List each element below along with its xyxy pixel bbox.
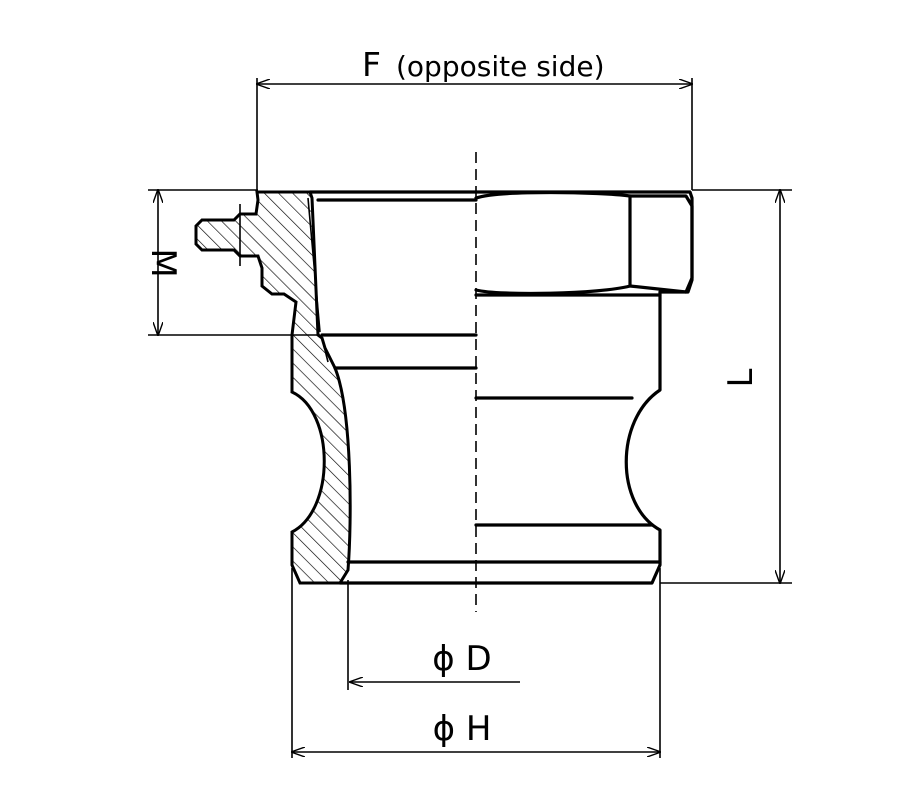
bore-line-lower — [321, 337, 329, 363]
bore-line — [307, 197, 321, 333]
cam-groove-outline — [338, 290, 662, 585]
label-l: L — [721, 368, 761, 387]
label-f-note: (opposite side) — [396, 50, 605, 83]
label-f: F — [362, 45, 381, 84]
label-h: ϕ H — [433, 709, 492, 749]
hex-nut-body — [308, 190, 694, 294]
hex-flat-right — [628, 194, 694, 294]
hatched-section — [194, 190, 352, 585]
label-d: ϕ D — [432, 639, 491, 679]
hex-flat-left — [474, 190, 632, 296]
label-m: M — [143, 248, 183, 277]
